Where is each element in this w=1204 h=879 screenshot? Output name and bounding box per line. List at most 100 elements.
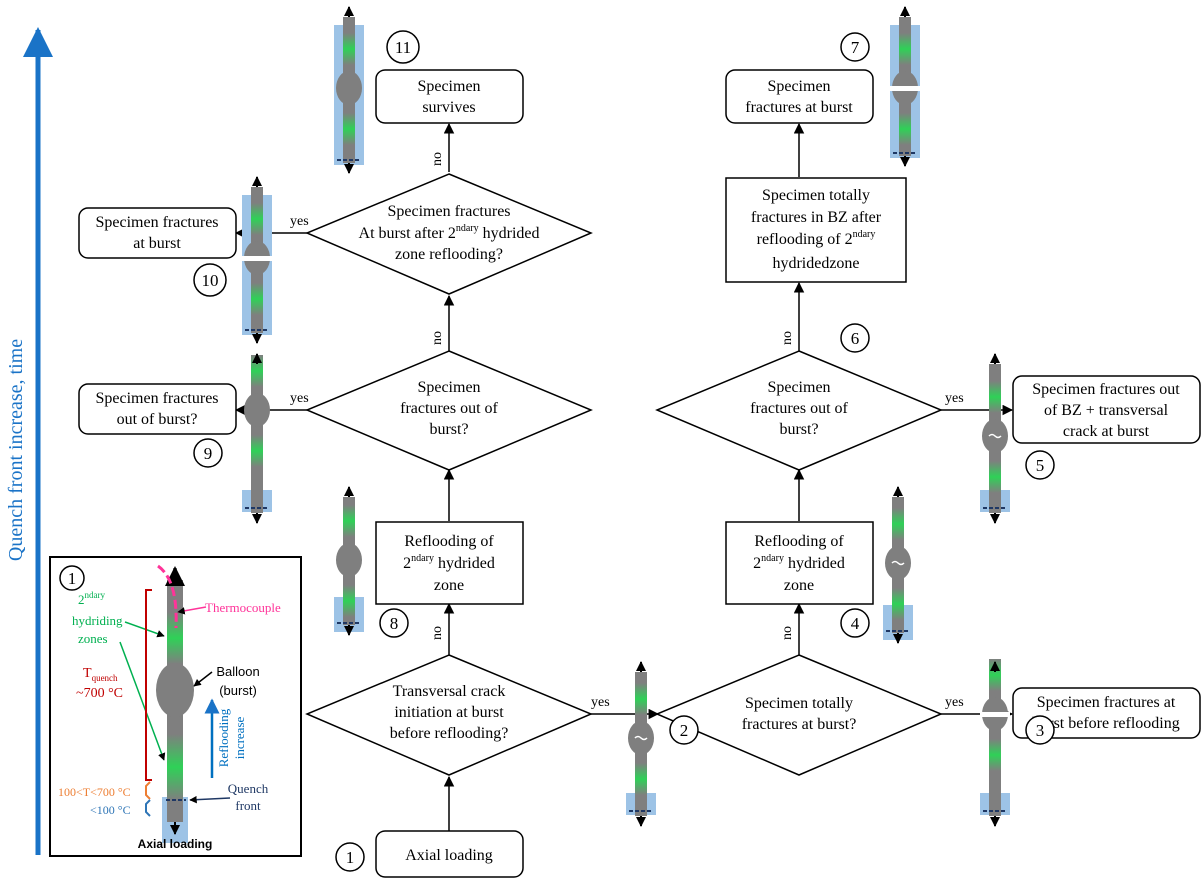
decision-totally: Specimen totally fractures at burst? [655,654,943,776]
box-axial-loading: Axial loading [375,830,524,878]
fracture-gap [242,256,272,261]
svg-text:10: 10 [202,271,219,290]
specimen-5 [980,353,1010,524]
yes-label: yes [945,391,964,406]
hydride-band [635,683,647,715]
svg-text:zone: zone [434,577,464,594]
specimen-9 [242,353,272,524]
no-label: no [430,331,445,345]
hydride-band [989,461,1001,493]
hydriding-label: hydriding [72,613,123,628]
hydride-band [251,435,263,467]
svg-text:Reflooding of: Reflooding of [404,533,494,550]
box-fractures-before-3: Specimen fractures at burst before reflo… [1012,687,1201,739]
svg-text:at burst: at burst [133,235,181,252]
decision-text: Specimen [767,379,830,396]
svg-text:Specimen totally: Specimen totally [762,187,870,204]
specimen-7 [890,6,920,167]
box-reflooding-left: Reflooding of 2ndary hydrided zone [375,521,524,605]
hydride-band [899,33,911,65]
svg-text:reflooding of 2ndary: reflooding of 2ndary [757,229,876,248]
box-fractures-burst-top: Specimen fractures at burst [725,69,874,124]
svg-text:Specimen fractures out: Specimen fractures out [1032,381,1180,398]
inset-legend: 1 Thermocouple 2ndary hydriding zones Tq… [49,556,302,857]
step-2: 2 [669,715,699,745]
svg-text:crack at burst: crack at burst [1063,423,1150,440]
decision-text: burst? [429,421,468,438]
decision-text: burst? [779,421,818,438]
step-8: 8 [379,608,409,638]
inset-axial-label: Axial loading [138,837,213,851]
hydriding-label: 2ndary [78,590,105,607]
yes-label: yes [290,391,309,406]
hydride-band [251,283,263,315]
quench-label: Quench [228,781,269,796]
step-markers: 1 2 3 4 5 6 7 8 9 10 11 [193,30,1055,872]
step-5: 5 [1025,450,1055,480]
decision-text: before reflooding? [390,725,509,742]
step-4: 4 [840,608,870,638]
hydride-band [343,585,355,617]
yes-label: yes [945,695,964,710]
box-reflooding-right: Reflooding of 2ndary hydrided zone [725,521,874,605]
box-totally-bz: Specimen totally fractures in BZ after r… [725,177,907,283]
svg-text:4: 4 [851,614,860,633]
svg-text:2ndary hydrided: 2ndary hydrided [403,553,495,572]
fracture-gap [980,712,1010,717]
no-label: no [780,626,795,640]
crack [634,735,648,741]
hydriding-label: zones [78,631,108,646]
svg-text:1: 1 [346,848,355,867]
fracture-gap [890,86,920,91]
step-11: 11 [386,30,420,64]
hydride-band [251,355,263,387]
svg-text:burst before reflooding: burst before reflooding [1032,715,1180,732]
box-specimen-survives: Specimen survives [375,69,524,124]
specimen-2 [626,661,656,827]
step-9: 9 [193,438,223,468]
decision-text: Transversal crack [393,683,506,700]
yes-label: yes [591,695,610,710]
svg-text:Specimen fractures: Specimen fractures [95,390,218,407]
svg-text:3: 3 [1036,721,1045,740]
inset-step-1: 1 [59,565,85,591]
balloon [336,71,362,105]
decision-text: At burst after 2ndary hydrided [359,223,540,242]
hydride-band [251,203,263,235]
step-7: 7 [840,32,870,62]
hydride-band [899,113,911,145]
quench-label: front [235,798,261,813]
svg-text:Specimen: Specimen [417,78,480,95]
balloon-label: Balloon [216,664,259,679]
reflooding-label: Reflooding [216,708,231,767]
box-fractures-out-9: Specimen fractures out of burst? [78,383,237,435]
hydride-band [989,381,1001,413]
svg-text:of BZ + transversal: of BZ + transversal [1044,402,1169,419]
decision-text: fractures at burst? [742,716,857,733]
specimen-10 [242,176,272,344]
svg-text:hydridedzone: hydridedzone [772,255,859,272]
time-axis: Quench front increase, time [5,27,53,855]
svg-text:11: 11 [395,38,411,57]
svg-text:7: 7 [851,38,860,57]
hydride-band [343,505,355,537]
specimen-4 [883,486,913,644]
svg-text:survives: survives [422,99,475,116]
svg-text:2ndary hydrided: 2ndary hydrided [753,553,845,572]
yes-label: yes [290,214,309,229]
crack [988,433,1002,439]
specimen-3 [980,659,1010,827]
tquench-label: ~700 °C [76,686,123,701]
decision-text: Specimen fractures [387,203,510,220]
no-label: no [430,152,445,166]
time-axis-label: Quench front increase, time [5,339,27,561]
box-fractures-burst-10: Specimen fractures at burst [78,207,237,259]
svg-text:6: 6 [851,329,860,348]
svg-text:Axial loading: Axial loading [405,847,493,864]
decision-out-right: Specimen fractures out of burst? [655,350,943,471]
decision-text: initiation at burst [394,704,504,721]
hydride-band [343,113,355,145]
svg-text:Specimen: Specimen [767,78,830,95]
decision-text: Specimen totally [745,695,853,712]
svg-text:8: 8 [390,614,399,633]
